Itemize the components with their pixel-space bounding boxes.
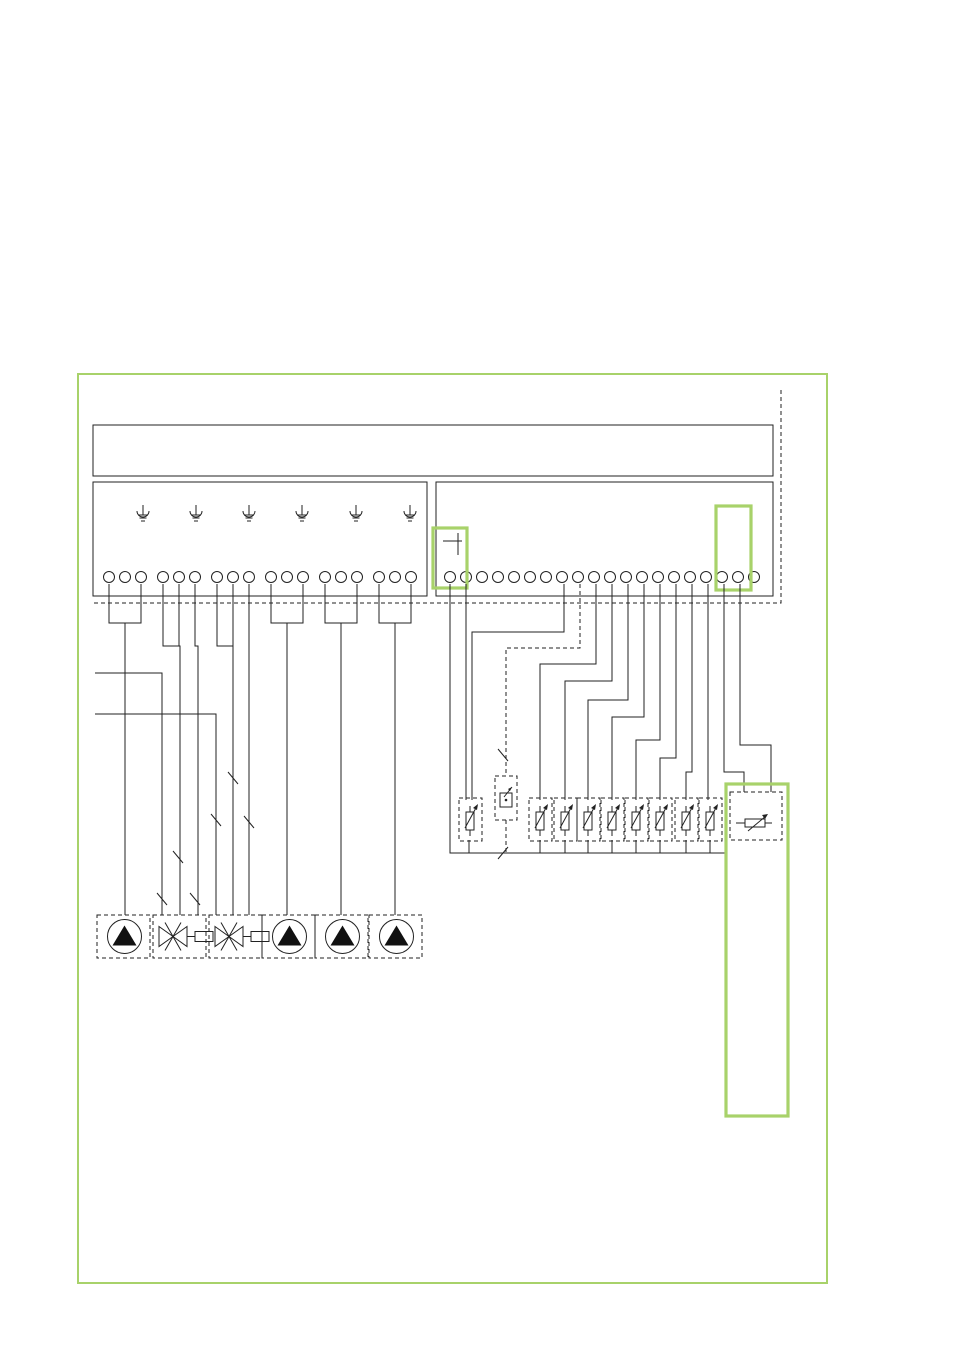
temperature-sensor-icon [458,797,483,842]
terminal [335,571,347,583]
terminal [297,571,309,583]
terminal [476,571,488,583]
terminal [319,571,331,583]
external-sensor [729,791,783,841]
terminal [732,571,744,583]
terminal [189,571,201,583]
terminal [227,571,239,583]
pump-icon [368,914,423,959]
terminal [281,571,293,583]
terminal [508,571,520,583]
terminal [135,571,147,583]
terminal [173,571,185,583]
right-terminal-block [435,481,774,597]
terminal [620,571,632,583]
terminal [636,571,648,583]
terminal [373,571,385,583]
left-terminals [103,571,417,583]
terminal [492,571,504,583]
terminal [716,571,728,583]
sensor-row [458,797,723,842]
terminal [211,571,223,583]
highlight-external-sensor [724,782,790,1118]
enclosure-dashed-boundary [93,390,782,604]
pump-icon [261,914,316,959]
terminal [103,571,115,583]
terminal [243,571,255,583]
left-wiring [95,584,412,915]
terminal [540,571,552,583]
ground-icon [136,505,150,522]
terminal [405,571,417,583]
mixing-valve-icon [208,914,270,959]
ground-icon [189,505,203,522]
terminal [652,571,664,583]
mixing-valve-icon [152,914,214,959]
pump-icon [96,914,151,959]
left-terminal-block [92,481,428,597]
ground-icon [295,505,309,522]
temperature-sensor-icon [600,797,625,842]
highlight-terminal-right [714,504,753,592]
temperature-sensor-icon [528,797,553,842]
temperature-sensor-icon [624,797,649,842]
terminal [265,571,277,583]
terminal [444,571,456,583]
pump-icon [314,914,369,959]
terminal [351,571,363,583]
ground-symbols [136,505,417,522]
terminal [588,571,600,583]
terminal [700,571,712,583]
ground-icon [349,505,363,522]
temperature-sensor-icon [674,797,699,842]
terminal [572,571,584,583]
right-terminals [444,571,760,583]
terminal [524,571,536,583]
temperature-sensor-icon [698,797,723,842]
room-unit [494,775,518,821]
terminal [556,571,568,583]
temperature-sensor-icon [648,797,673,842]
temperature-sensor-icon [553,797,578,842]
switch-contact [443,533,462,555]
controller-top-bar [92,424,774,477]
diagram-frame [77,373,828,1284]
temperature-sensor-icon [576,797,601,842]
terminal [119,571,131,583]
right-wiring [449,584,772,860]
pump-row [96,914,423,959]
ground-icon [403,505,417,522]
ground-icon [242,505,256,522]
terminal [668,571,680,583]
terminal [389,571,401,583]
terminal [157,571,169,583]
terminal [604,571,616,583]
terminal [684,571,696,583]
